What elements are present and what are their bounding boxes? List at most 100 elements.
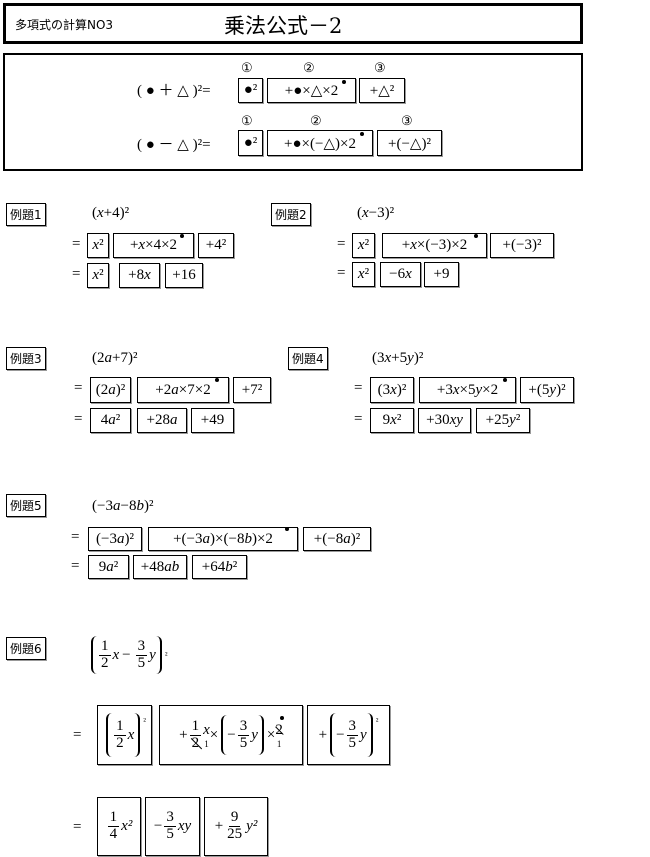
denominator: 5 [137, 654, 146, 671]
cancelled-denominator: 2 [191, 734, 200, 751]
example-2-problem: (x−3)² [357, 205, 395, 221]
example-4-label: 例題4 [288, 347, 328, 370]
example-5-problem: (−3a−8b)² [92, 498, 154, 514]
variable: y [149, 646, 156, 663]
formula-plus-lhs: ( ● ＋ △ )²= [137, 83, 211, 99]
example-1-problem: (x+4)² [92, 205, 130, 221]
formula-minus-term-3: +(−△)² [377, 130, 442, 156]
formula-plus-term-3: +△² [359, 78, 405, 103]
equals-sign: = [71, 529, 80, 545]
exponent: ² [375, 716, 379, 726]
denominator: 5 [239, 734, 248, 751]
worksheet-title: 乗法公式－2 [224, 14, 343, 38]
equals-sign: = [71, 558, 80, 574]
operator: − [227, 726, 236, 743]
emphasis-dot [503, 378, 507, 382]
example-5-label: 例題5 [6, 494, 46, 517]
denominator: 4 [109, 826, 118, 842]
emphasis-dot [342, 80, 346, 84]
operator: + [318, 726, 328, 743]
example-3-problem: (2a+7)² [92, 350, 138, 366]
term-label-1: ① [241, 113, 253, 128]
equals-sign: = [72, 236, 81, 252]
variable: y² [246, 818, 258, 834]
formula-minus-term-2: +●×(−△)×2 [267, 130, 373, 156]
denominator: 5 [348, 734, 357, 751]
term-label-3: ③ [401, 113, 413, 128]
numerator: 3 [237, 717, 250, 736]
operator: + [179, 726, 188, 743]
cancelled-factor: 2 [275, 721, 283, 738]
numerator: 1 [189, 717, 202, 736]
example-1-step2-term-3: +16 [165, 263, 203, 288]
operator: − [122, 646, 131, 663]
emphasis-dot [180, 234, 184, 238]
example-4-problem: (3x+5y)² [372, 350, 424, 366]
example-3-label: 例題3 [6, 347, 46, 370]
exponent: ² [143, 716, 146, 726]
variable: y [251, 726, 258, 743]
denominator: 5 [166, 826, 174, 842]
example-6-label: 例題6 [6, 637, 46, 660]
formula-minus-lhs: ( ● － △ )²= [137, 137, 211, 153]
variable: x [127, 726, 135, 743]
example-2-step1-term-3: +(−3)² [490, 233, 554, 258]
variable: x [203, 721, 210, 738]
example-1-label: 例題1 [6, 203, 46, 226]
denominator: 2 [101, 654, 109, 671]
example-2-step1-term-2: +x×(−3)×2 [382, 233, 487, 258]
example-1-step1-term-3: +4² [198, 233, 234, 258]
cancel-result: 1 [204, 738, 209, 749]
variable: y [360, 726, 367, 743]
equals-sign: = [337, 236, 346, 252]
operator: × [209, 726, 219, 743]
formula-plus-term-1: ●² [238, 78, 263, 103]
term-label-3: ③ [374, 60, 386, 75]
operator: − [336, 726, 345, 743]
equals-sign: = [74, 380, 83, 396]
term-label-2: ② [310, 113, 322, 128]
worksheet-subtitle: 多項式の計算NO3 [15, 18, 114, 32]
equals-sign: = [73, 727, 82, 743]
variable: x² [121, 818, 133, 834]
example-1-step1-term-2: +x×4×2 [113, 233, 194, 258]
example-3-step1-term-3: +7² [233, 377, 271, 403]
numerator: 1 [107, 809, 120, 827]
term-label-1: ① [241, 60, 253, 75]
numerator: 3 [135, 637, 148, 656]
emphasis-dot [215, 378, 219, 382]
example-2-label: 例題2 [271, 203, 311, 226]
numerator: 1 [114, 717, 126, 736]
equals-sign: = [354, 380, 363, 396]
numerator: 3 [346, 717, 359, 736]
emphasis-dot [474, 234, 478, 238]
header-box: 多項式の計算NO3 乗法公式－2 [3, 3, 583, 44]
equals-sign: = [74, 411, 83, 427]
variable: xy [177, 818, 192, 834]
emphasis-dot [360, 132, 364, 136]
